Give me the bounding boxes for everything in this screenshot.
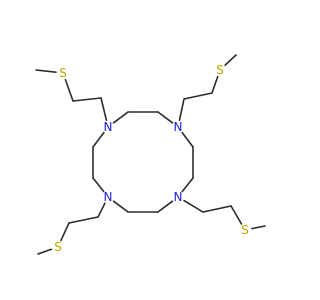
atom-label-layer: N N N N S S S S xyxy=(54,63,249,254)
atom-label-n1: N xyxy=(104,120,113,134)
bond-s1-a3 xyxy=(35,69,57,73)
bond-a1-a2 xyxy=(72,97,102,102)
bond-n2-b1 xyxy=(178,98,185,121)
atom-label-s3: S xyxy=(241,223,249,237)
bond-a2-s1 xyxy=(64,78,74,102)
bond-b2-s2 xyxy=(211,75,219,94)
bond-n3-c1 xyxy=(183,199,204,213)
bond-layer xyxy=(35,54,266,255)
bond-d2-s4 xyxy=(60,222,70,242)
bond-r8-n1 xyxy=(92,131,105,148)
bond-c2-s3 xyxy=(230,205,243,225)
bond-n1-r1 xyxy=(112,111,129,124)
bond-s2-b3 xyxy=(224,54,237,66)
bond-s3-c3 xyxy=(251,225,266,230)
bond-r6-n4 xyxy=(112,200,129,213)
atom-label-n4: N xyxy=(104,190,113,204)
molecule-structure: N N N N S S S S xyxy=(35,54,266,255)
atom-label-s1: S xyxy=(59,66,67,80)
atom-label-s2: S xyxy=(216,63,224,77)
bond-n2-r3 xyxy=(181,131,194,148)
bond-d1-d2 xyxy=(68,216,99,224)
bond-c1-c2 xyxy=(202,205,232,213)
bond-r2-n2 xyxy=(157,111,174,124)
bond-n4-r7 xyxy=(92,177,105,193)
bond-n4-d1 xyxy=(97,202,106,218)
bond-r4-n3 xyxy=(181,177,194,193)
atom-label-n3: N xyxy=(174,190,183,204)
atom-label-n2: N xyxy=(174,120,183,134)
bond-b1-b2 xyxy=(183,92,213,100)
bond-n3-r5 xyxy=(157,200,174,213)
atom-label-s4: S xyxy=(54,240,62,254)
bond-s4-d3 xyxy=(37,248,53,255)
bond-n1-a1 xyxy=(100,97,108,121)
